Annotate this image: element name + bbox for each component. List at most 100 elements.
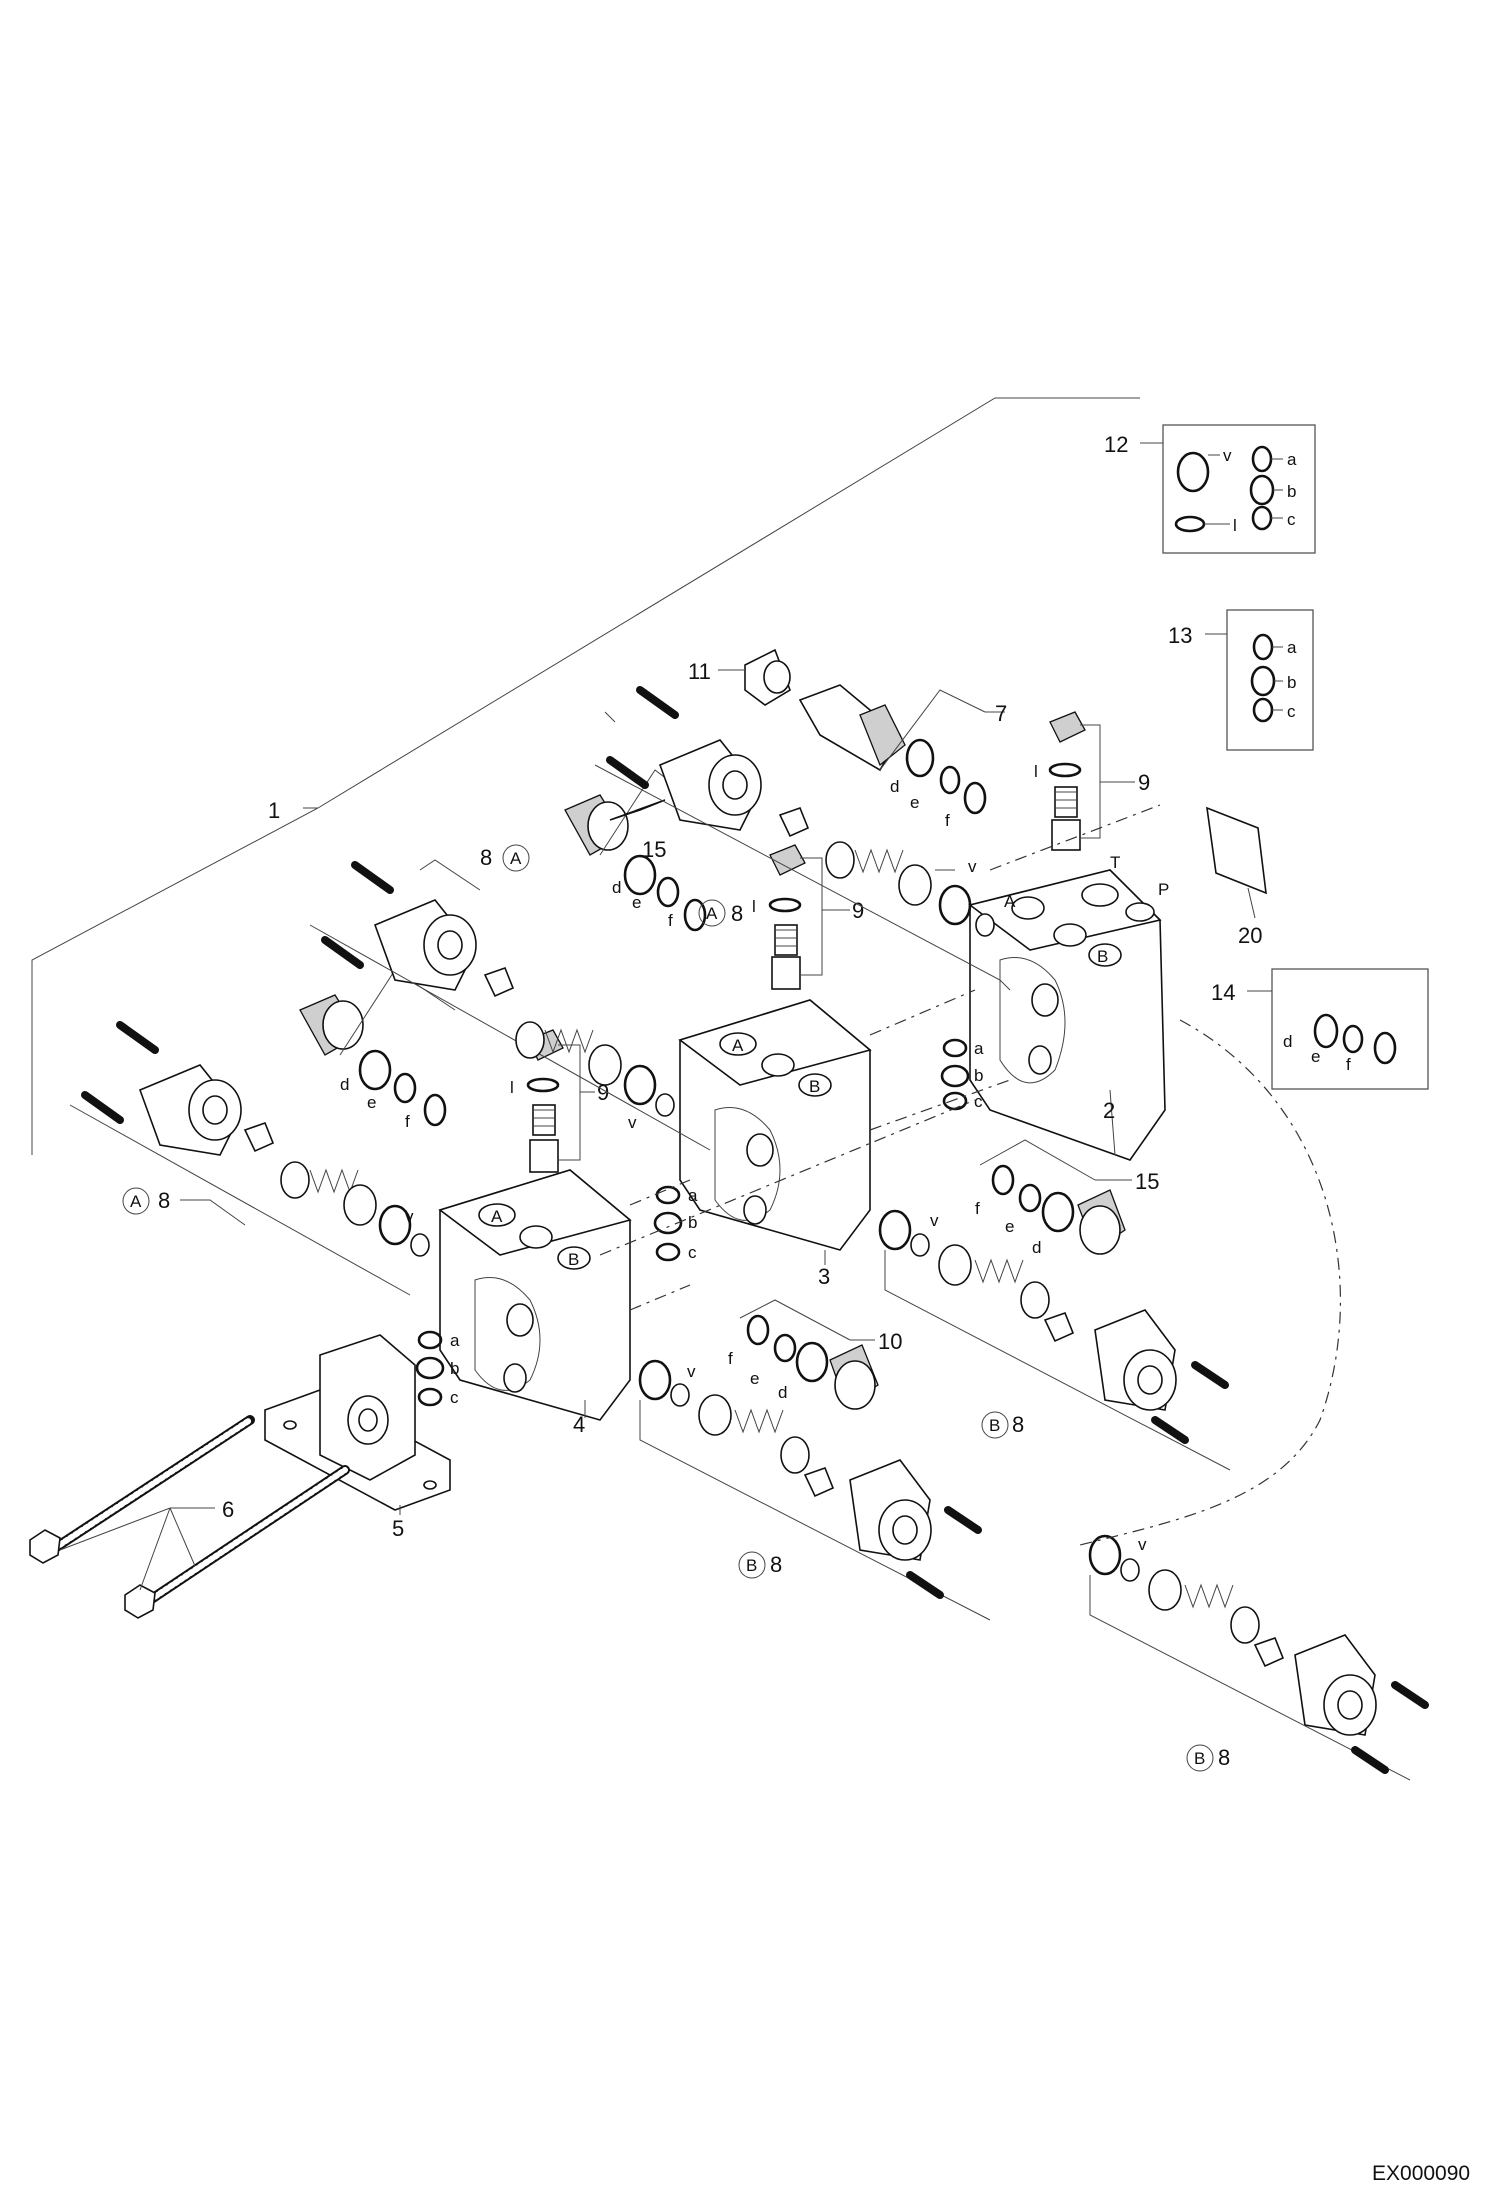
marker-B-1-text: B <box>989 1416 1000 1435</box>
assembly-bracket-line <box>31 397 1140 1155</box>
kit12-b-label: b <box>1287 482 1296 501</box>
spool8a2-v-label: v <box>628 1113 637 1132</box>
body3-c-label: c <box>688 1243 697 1262</box>
callout-6: 6 <box>222 1497 234 1522</box>
kit14-e-label: e <box>1311 1047 1320 1066</box>
drawing-code: EX000090 <box>1372 2162 1470 2185</box>
body2-port-b: B <box>1097 947 1108 966</box>
callout-10-mid: 10 <box>878 1329 902 1354</box>
spool-group-8-B-2 <box>638 1359 991 1621</box>
plug15up-d-label: d <box>612 878 621 897</box>
callout-20: 20 <box>1238 923 1262 948</box>
spool-group-8-A-2 <box>309 859 711 1151</box>
plug15r-e-label: e <box>1005 1217 1014 1236</box>
body2-port-p: P <box>1158 880 1169 899</box>
spool8b3-v-label: v <box>1138 1535 1147 1554</box>
kit13-a-label: a <box>1287 638 1297 657</box>
callout-11: 11 <box>688 659 711 684</box>
valve-body-4 <box>438 1169 632 1421</box>
kit-box-12 <box>1140 424 1316 554</box>
body2-port-t: T <box>1110 853 1120 872</box>
body4-c-label: c <box>450 1388 459 1407</box>
end-plate-5 <box>264 1334 451 1511</box>
spool-group-8-A-1 <box>594 711 1011 991</box>
spool8a3-v-label: v <box>405 1207 414 1226</box>
plug10left-e-label: e <box>367 1093 376 1112</box>
alignment-lines <box>599 804 1342 1546</box>
plug10left-f-label: f <box>405 1112 410 1131</box>
body3-port-b: B <box>809 1077 820 1096</box>
label-sheet-20 <box>1206 806 1267 919</box>
spool-group-8-B-3 <box>1088 1534 1429 1781</box>
marker-A-3-text: A <box>130 1192 142 1211</box>
kit14-d-label: d <box>1283 1032 1292 1051</box>
spool7-d-label: d <box>890 777 899 796</box>
body3-port-a: A <box>732 1036 744 1055</box>
body2-b-label: b <box>974 1066 983 1085</box>
kit13-b-label: b <box>1287 673 1296 692</box>
body3-b-label: b <box>688 1213 697 1232</box>
plug15r-d-label: d <box>1032 1238 1041 1257</box>
body2-port-a: A <box>1004 892 1016 911</box>
marker-B-3 <box>1186 1744 1214 1772</box>
body4-port-a: A <box>491 1207 503 1226</box>
body4-orings <box>415 1330 445 1407</box>
callout-12: 12 <box>1104 432 1128 457</box>
spool-group-8-B-1 <box>878 1209 1231 1471</box>
kit13-c-label: c <box>1287 702 1296 721</box>
marker-B-2 <box>738 1551 766 1579</box>
callout-8-A-3: 8 <box>158 1188 170 1213</box>
body2-c-label: c <box>974 1092 983 1111</box>
marker-B-2-text: B <box>746 1556 757 1575</box>
marker-A-3 <box>122 1187 150 1215</box>
callout-1: 1 <box>268 798 280 823</box>
callout-5: 5 <box>392 1516 404 1541</box>
valve9top-l-label: l <box>1034 762 1038 781</box>
bolts-upper <box>81 686 679 1124</box>
callout-15-upper: 15 <box>642 837 666 862</box>
valve9low-l-label: l <box>510 1078 514 1097</box>
plug15r-f-label: f <box>975 1199 980 1218</box>
body2-orings <box>940 1038 970 1111</box>
callout-7: 7 <box>995 701 1007 726</box>
spool8b2-v-label: v <box>687 1362 696 1381</box>
callout-9-low: 9 <box>597 1080 609 1105</box>
marker-A-1 <box>698 899 726 927</box>
body4-b-label: b <box>450 1359 459 1378</box>
relief-valve-9-top <box>1048 711 1135 851</box>
relief-valve-9-mid <box>768 844 850 990</box>
callout-15-right: 15 <box>1135 1169 1159 1194</box>
spool-7 <box>798 684 1005 815</box>
callout-9-mid: 9 <box>852 898 864 923</box>
plug-10-mid <box>739 1299 879 1410</box>
spool-group-8-A-3 <box>69 1064 430 1296</box>
kit-box-13 <box>1205 609 1314 751</box>
callout-8-A-1: 8 <box>731 901 743 926</box>
valve-body-2 <box>968 869 1166 1161</box>
kit14-f-label: f <box>1346 1055 1351 1074</box>
kit12-c-label: c <box>1287 510 1296 529</box>
body2-a-label: a <box>974 1039 984 1058</box>
spool8b1-v-label: v <box>930 1211 939 1230</box>
callout-8-B-1: 8 <box>1012 1412 1024 1437</box>
callout-4: 4 <box>573 1412 585 1437</box>
kit-box-14 <box>1247 968 1429 1090</box>
plug-15-right <box>979 1139 1132 1255</box>
tie-rods-6 <box>29 1415 350 1619</box>
plug10mid-f-label: f <box>728 1349 733 1368</box>
callout-8-B-2: 8 <box>770 1552 782 1577</box>
marker-A-2-text: A <box>510 849 522 868</box>
pilot-cap-11 <box>718 648 791 706</box>
body3-orings <box>653 1185 683 1262</box>
spool8a1-v-label: v <box>968 857 977 876</box>
plug10mid-d-label: d <box>778 1383 787 1402</box>
marker-A-2 <box>502 844 530 872</box>
callout-8-B-3: 8 <box>1218 1745 1230 1770</box>
callout-8-A-2: 8 <box>480 845 492 870</box>
callout-9-top: 9 <box>1138 770 1150 795</box>
plug15up-f-label: f <box>668 911 673 930</box>
spool7-f-label: f <box>945 811 950 830</box>
kit12-l-label: l <box>1233 516 1237 535</box>
plug-15-upper <box>564 769 721 932</box>
